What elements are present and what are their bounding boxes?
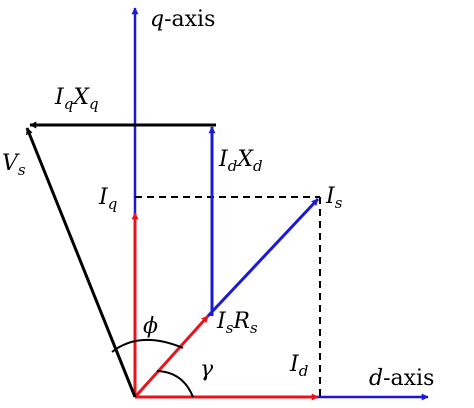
is-label: Is	[325, 184, 343, 212]
isrs-vector	[133, 314, 210, 399]
vs-vector	[25, 127, 137, 398]
phi-angle-arc	[111, 338, 184, 353]
d-axis-label: d-axis	[369, 366, 434, 391]
isrs-label: IsRs	[216, 309, 258, 337]
phi-label: ϕ	[143, 314, 158, 339]
id-label: Id	[289, 352, 308, 380]
iq-label: Iq	[98, 185, 117, 213]
vs-label: Vs	[2, 151, 26, 179]
idxd-label: IdXd	[218, 147, 263, 175]
iqxq-label: IqXq	[54, 85, 99, 113]
gamma-angle-arc	[156, 370, 194, 398]
q-axis-label: q-axis	[150, 7, 215, 32]
is-vector	[206, 197, 320, 318]
gamma-label: γ	[200, 357, 214, 382]
